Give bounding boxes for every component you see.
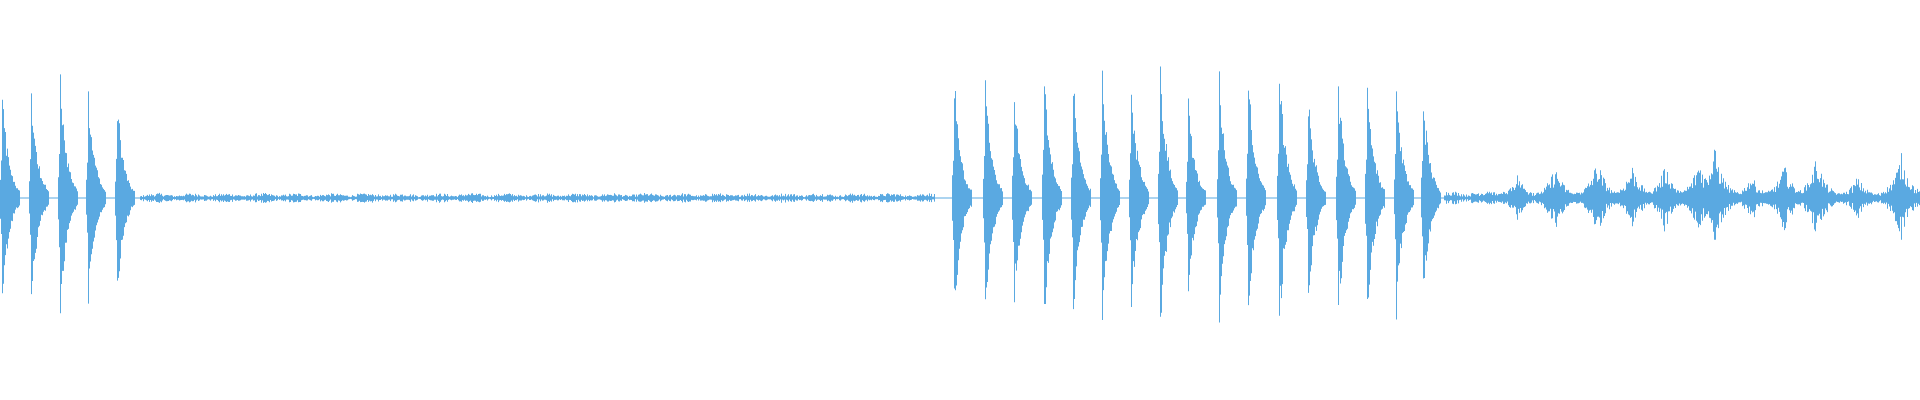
waveform-samples bbox=[0, 66, 1920, 323]
waveform-path bbox=[0, 66, 1920, 323]
